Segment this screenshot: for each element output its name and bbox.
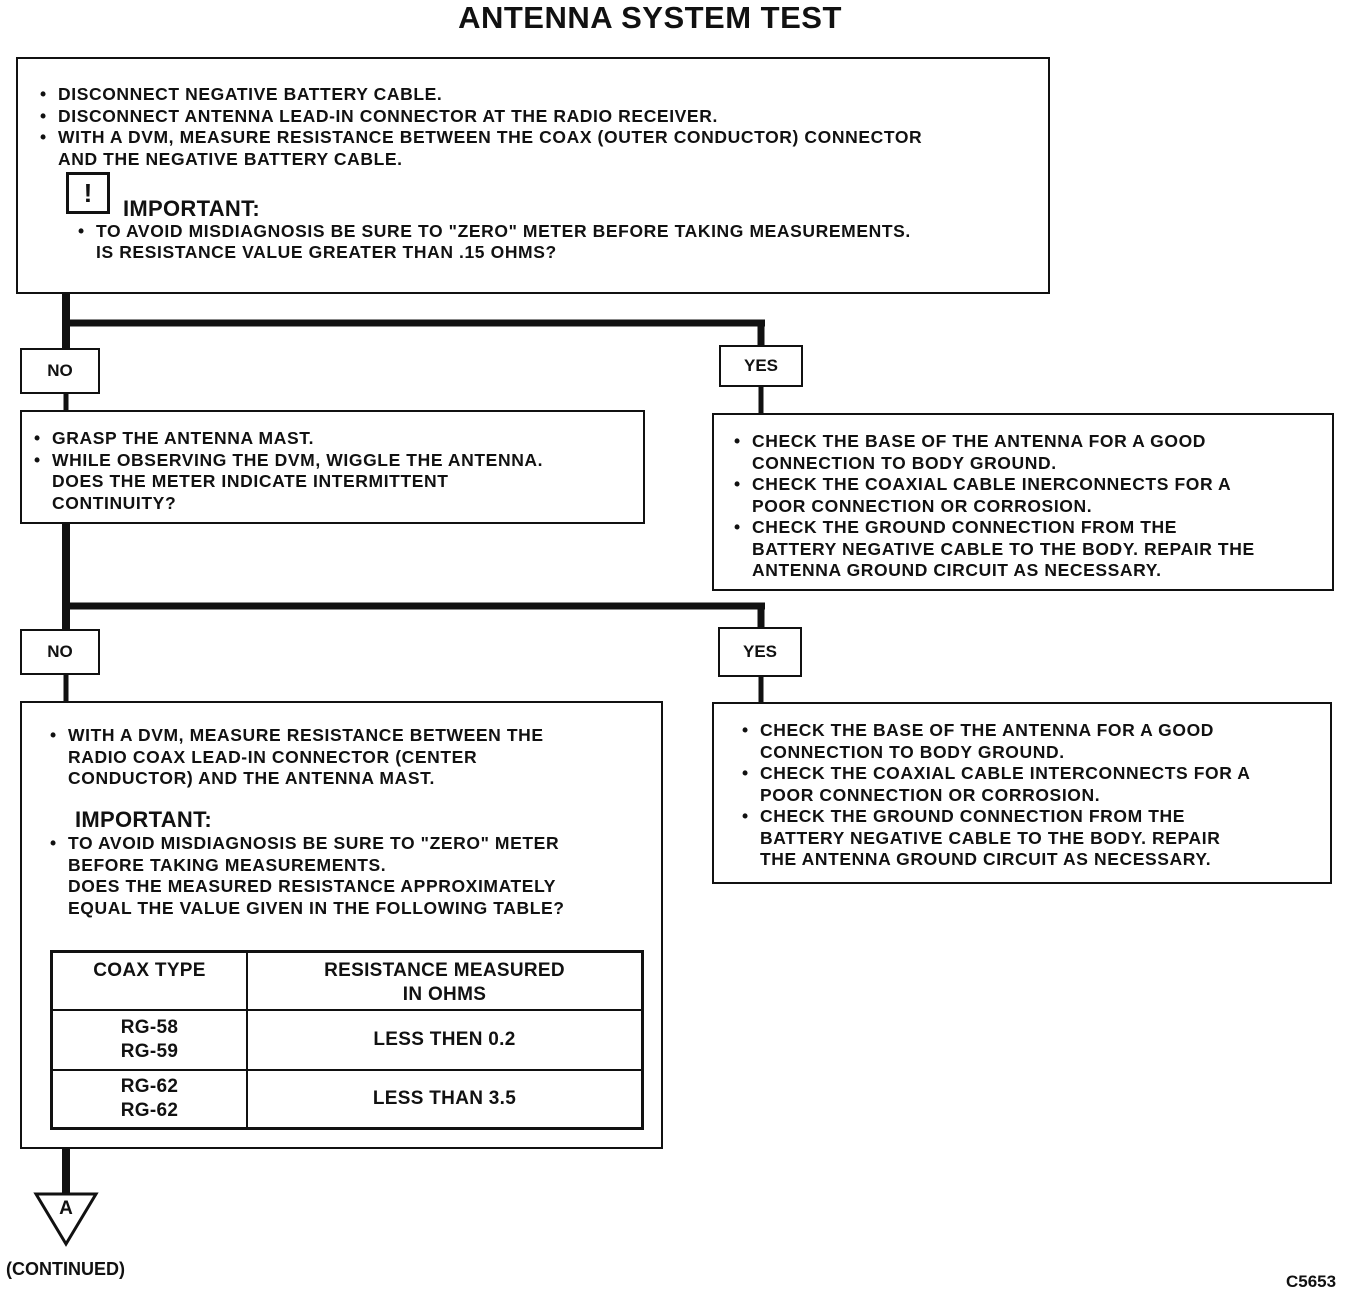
step2-no-box: GRASP THE ANTENNA MAST. WHILE OBSERVING …	[20, 410, 645, 524]
resistance-table: COAX TYPE RESISTANCE MEASURED IN OHMS RG…	[50, 950, 644, 1130]
step1-important-list: TO AVOID MISDIAGNOSIS BE SURE TO "ZERO" …	[74, 221, 1034, 243]
step2-yes-bullet: CHECK THE COAXIAL CABLE INERCONNECTS FOR…	[730, 474, 1330, 517]
step2-no-bullet: GRASP THE ANTENNA MAST.	[30, 428, 630, 450]
branch1-yes-label: YES	[719, 345, 803, 387]
offpage-connector-triangle	[33, 1192, 99, 1247]
step3-yes-bullets: CHECK THE BASE OF THE ANTENNA FOR A GOOD…	[738, 720, 1328, 871]
table-cell: RG-58 RG-59	[50, 1008, 248, 1071]
step1-bullets: DISCONNECT NEGATIVE BATTERY CABLE. DISCO…	[36, 84, 1036, 170]
figure-id: C5653	[1286, 1272, 1337, 1291]
step3-no-important-list: TO AVOID MISDIAGNOSIS BE SURE TO "ZERO" …	[46, 833, 656, 919]
step2-yes-bullets: CHECK THE BASE OF THE ANTENNA FOR A GOOD…	[730, 431, 1330, 582]
step2-no-bullet: WHILE OBSERVING THE DVM, WIGGLE THE ANTE…	[30, 450, 630, 515]
step2-yes-bullet: CHECK THE BASE OF THE ANTENNA FOR A GOOD…	[730, 431, 1330, 474]
step1-bullet: DISCONNECT ANTENNA LEAD-IN CONNECTOR AT …	[36, 106, 1036, 128]
connector-letter: A	[59, 1198, 73, 1219]
step3-no-bullets: WITH A DVM, MEASURE RESISTANCE BETWEEN T…	[46, 725, 646, 790]
step1-box: DISCONNECT NEGATIVE BATTERY CABLE. DISCO…	[16, 57, 1050, 294]
step2-yes-box: CHECK THE BASE OF THE ANTENNA FOR A GOOD…	[712, 413, 1334, 591]
step2-yes-bullet: CHECK THE GROUND CONNECTION FROM THE BAT…	[730, 517, 1330, 582]
step1-question: IS RESISTANCE VALUE GREATER THAN .15 OHM…	[96, 242, 557, 262]
branch2-yes-label: YES	[718, 627, 802, 677]
table-cell: RG-62 RG-62	[50, 1068, 248, 1130]
table-header-row: COAX TYPE RESISTANCE MEASURED IN OHMS	[50, 950, 644, 1011]
table-row: RG-58 RG-59 LESS THEN 0.2	[50, 1008, 644, 1071]
table-row: RG-62 RG-62 LESS THAN 3.5	[50, 1068, 644, 1130]
branch2-no-label: NO	[20, 629, 100, 675]
continued-caption: (CONTINUED)	[6, 1259, 125, 1279]
important-bullet: TO AVOID MISDIAGNOSIS BE SURE TO "ZERO" …	[46, 833, 656, 919]
important-bullet: TO AVOID MISDIAGNOSIS BE SURE TO "ZERO" …	[74, 221, 1034, 243]
important-label: IMPORTANT:	[123, 196, 261, 221]
table-cell: LESS THEN 0.2	[246, 1008, 644, 1071]
step1-bullet: WITH A DVM, MEASURE RESISTANCE BETWEEN T…	[36, 127, 1036, 170]
table-header-cell: RESISTANCE MEASURED IN OHMS	[246, 950, 644, 1011]
step3-yes-bullet: CHECK THE COAXIAL CABLE INTERCONNECTS FO…	[738, 763, 1328, 806]
step1-bullet: DISCONNECT NEGATIVE BATTERY CABLE.	[36, 84, 1036, 106]
table-cell: LESS THAN 3.5	[246, 1068, 644, 1130]
step3-yes-bullet: CHECK THE BASE OF THE ANTENNA FOR A GOOD…	[738, 720, 1328, 763]
step2-no-bullets: GRASP THE ANTENNA MAST. WHILE OBSERVING …	[30, 428, 630, 514]
step3-no-bullet: WITH A DVM, MEASURE RESISTANCE BETWEEN T…	[46, 725, 646, 790]
important-label: IMPORTANT:	[75, 807, 213, 832]
page-title: ANTENNA SYSTEM TEST	[458, 0, 842, 35]
table-header-cell: COAX TYPE	[50, 950, 248, 1011]
step3-yes-bullet: CHECK THE GROUND CONNECTION FROM THE BAT…	[738, 806, 1328, 871]
step3-yes-box: CHECK THE BASE OF THE ANTENNA FOR A GOOD…	[712, 702, 1332, 884]
branch1-no-label: NO	[20, 348, 100, 394]
exclamation-warning-icon: !	[66, 172, 110, 214]
step3-no-box: WITH A DVM, MEASURE RESISTANCE BETWEEN T…	[20, 701, 663, 1149]
